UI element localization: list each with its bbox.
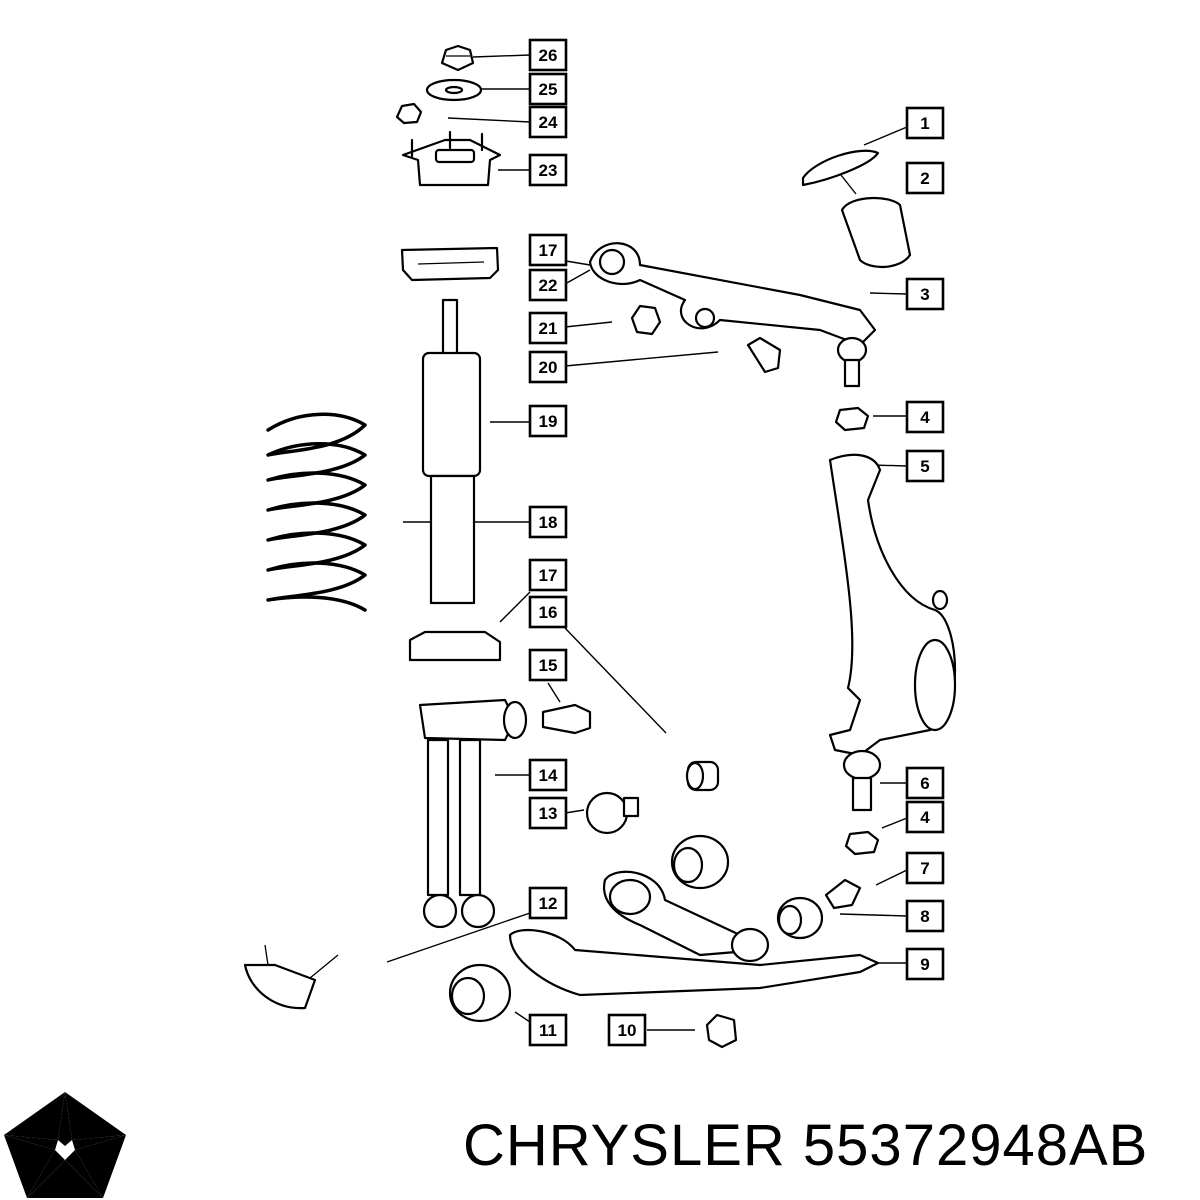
upper-arm-bolt [746,336,782,374]
callout-4-upper: 4 [905,400,945,434]
callout-label: 4 [920,808,930,827]
callout-label: 12 [539,894,558,913]
clevis-bolt [541,703,592,735]
callout-14: 14 [528,758,568,792]
lower-ball-joint [842,749,882,812]
callout-label: 15 [539,656,558,675]
callout-label: 20 [539,358,558,377]
callout-22: 22 [528,268,568,302]
callout-4-lower: 4 [905,800,945,834]
callout-label: 2 [920,169,929,188]
callout-label: 25 [539,80,558,99]
callout-label: 21 [539,319,558,338]
upper-strut-mount [401,130,502,187]
coil-spring [266,412,367,612]
callout-18: 18 [528,505,568,539]
callout-24: 24 [528,105,568,139]
lower-arm-nut [705,1013,738,1049]
jounce-bumper [840,196,912,268]
callout-label: 1 [920,114,929,133]
callout-26: 26 [528,38,568,72]
part-number-caption: CHRYSLER 55372948AB [463,1113,1149,1178]
callout-label: 4 [920,408,930,427]
callout-17-upper: 17 [528,233,568,267]
callout-3: 3 [905,277,945,311]
callout-11: 11 [528,1013,568,1047]
strut-clevis [418,698,528,929]
callout-label: 23 [539,161,558,180]
callout-8: 8 [905,899,945,933]
callout-1: 1 [905,106,945,140]
callout-label: 22 [539,276,558,295]
upper-control-arm [588,242,877,388]
callout-label: 17 [539,566,558,585]
callout-label: 8 [920,907,929,926]
callout-7: 7 [905,851,945,885]
leader-lines [386,54,908,1031]
lower-arm-bushing-upper [670,834,730,890]
strut-washer [425,78,483,102]
upper-arm-nut [630,304,662,336]
callout-17-lower: 17 [528,558,568,592]
lower-spring-isolator [408,630,502,662]
callout-21: 21 [528,311,568,345]
mount-nut [395,102,423,125]
callout-label: 6 [920,774,929,793]
callout-15: 15 [528,648,568,682]
callout-label: 18 [539,513,558,532]
callout-label: 16 [539,603,558,622]
callout-label: 7 [920,859,929,878]
callout-2: 2 [905,161,945,195]
callout-label: 5 [920,457,929,476]
callout-25: 25 [528,72,568,106]
callout-label: 9 [920,955,929,974]
chrysler-pentastar-logo [4,1092,126,1198]
callout-label: 13 [539,804,558,823]
callout-23: 23 [528,153,568,187]
callout-13: 13 [528,796,568,830]
callout-16: 16 [528,595,568,629]
callout-label: 11 [539,1021,557,1040]
callout-12: 12 [528,886,568,920]
callout-9: 9 [905,947,945,981]
callout-5: 5 [905,449,945,483]
lower-arm-bushing-rear [448,963,512,1023]
callout-label: 24 [539,113,558,132]
ball-joint-nut-upper [834,406,870,432]
jounce-bumper-plate [801,149,880,187]
bushing [685,760,720,792]
callout-20: 20 [528,350,568,384]
callout-label: 26 [539,46,558,65]
lower-control-arm [508,870,880,997]
callouts: 26 25 24 23 17 22 21 20 19 18 17 16 15 1… [528,38,945,1047]
callout-19: 19 [528,404,568,438]
callout-6: 6 [905,766,945,800]
callout-label: 3 [920,285,929,304]
callout-label: 14 [539,766,558,785]
lower-arm-bushing-front [776,896,824,940]
callout-10: 10 [607,1013,647,1047]
upper-spring-isolator [400,246,500,282]
ball-joint-nut-lower [844,830,880,856]
lower-arm-bolt [824,878,862,910]
steering-knuckle [828,453,957,757]
cam-bolt [585,791,640,835]
callout-label: 17 [539,241,558,260]
shock-absorber [421,298,482,605]
strut-top-nut [440,44,475,72]
callout-label: 10 [618,1021,637,1040]
callout-label: 19 [539,412,558,431]
retaining-clip [243,944,339,1010]
